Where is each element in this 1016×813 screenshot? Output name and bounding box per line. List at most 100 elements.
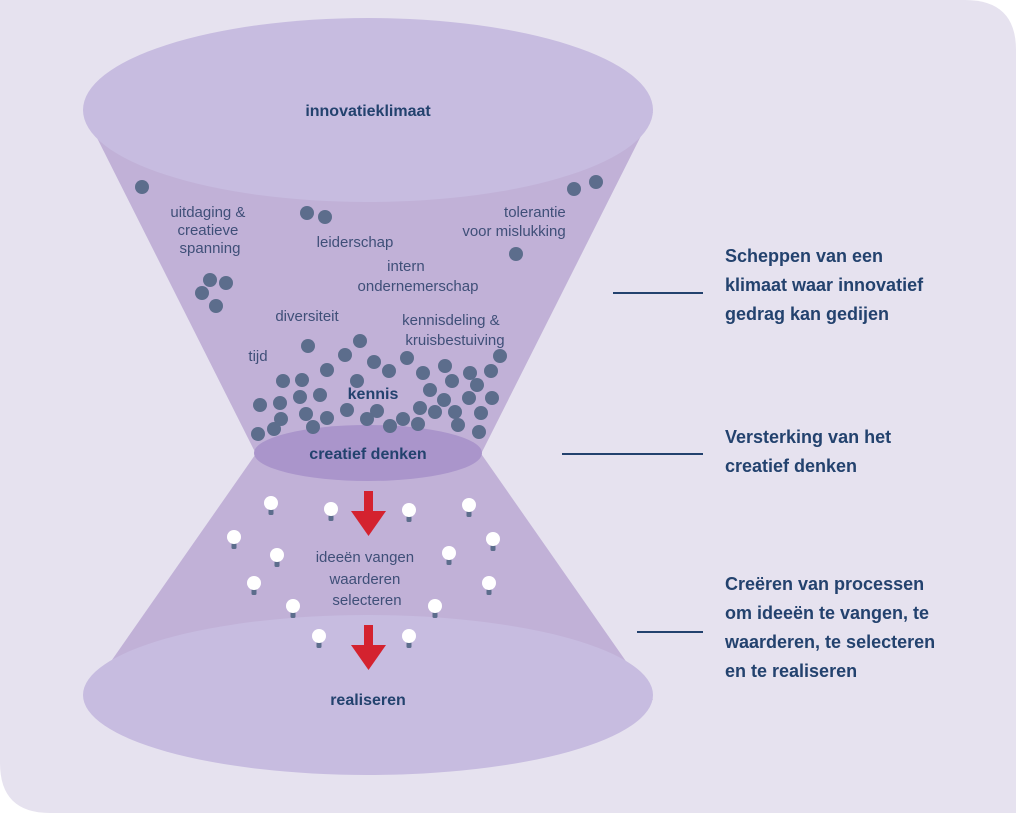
knowledge-dot-icon [350, 374, 364, 388]
light-bulb-icon [402, 503, 416, 522]
waist-ellipse [254, 425, 482, 481]
knowledge-dot-icon [445, 374, 459, 388]
down-arrow-icon [351, 491, 386, 536]
knowledge-dot-icon [474, 406, 488, 420]
label-tijd: tijd [248, 348, 267, 365]
knowledge-dot-icon [251, 427, 265, 441]
side-note-creative-line-1: Versterking van het [725, 427, 891, 447]
light-bulb-icon [442, 546, 456, 565]
knowledge-dot-icon [485, 391, 499, 405]
knowledge-dot-icon [451, 418, 465, 432]
knowledge-dot-icon [318, 210, 332, 224]
knowledge-dot-icon [273, 396, 287, 410]
label-intern-line-1: intern [387, 258, 425, 275]
label-intern-line-2: ondernemerschap [358, 278, 479, 295]
knowledge-dot-icon [484, 364, 498, 378]
knowledge-dot-icon [313, 388, 327, 402]
label-kennisdeling-line-1: kennisdeling & [402, 312, 500, 329]
side-note-creative-line-2: creatief denken [725, 456, 857, 476]
knowledge-dots [135, 175, 603, 441]
knowledge-dot-icon [195, 286, 209, 300]
label-uitdaging: uitdaging & creatieve spanning [170, 204, 249, 257]
knowledge-dot-icon [295, 373, 309, 387]
light-bulb-icon [227, 530, 241, 549]
base-label: realiseren [330, 692, 406, 709]
light-bulb-icon [428, 599, 442, 618]
knowledge-dot-icon [400, 351, 414, 365]
side-note-climate-line-2: klimaat waar innovatief [725, 275, 924, 295]
knowledge-dot-icon [338, 348, 352, 362]
knowledge-dot-icon [276, 374, 290, 388]
light-bulb-icon [402, 629, 416, 648]
knowledge-dot-icon [300, 206, 314, 220]
label-tolerantie: tolerantie voor mislukking [462, 204, 570, 240]
knowledge-dot-icon [267, 422, 281, 436]
process-label-3: selecteren [332, 592, 401, 609]
knowledge-dot-icon [396, 412, 410, 426]
knowledge-dot-icon [428, 405, 442, 419]
base-ellipse [83, 615, 653, 775]
knowledge-dot-icon [448, 405, 462, 419]
knowledge-dot-icon [219, 276, 233, 290]
light-bulb-icon [462, 498, 476, 517]
knowledge-dot-icon [413, 401, 427, 415]
knowledge-dot-icon [437, 393, 451, 407]
label-kennisdeling-line-2: kruisbestuiving [405, 332, 504, 349]
upper-funnel [84, 112, 653, 452]
knowledge-dot-icon [360, 412, 374, 426]
side-note-climate-line-1: Scheppen van een [725, 246, 883, 266]
top-ellipse [83, 18, 653, 202]
light-bulb-icon [270, 548, 284, 567]
knowledge-dot-icon [203, 273, 217, 287]
label-uitdaging-line-3: spanning [180, 240, 241, 257]
label-intern: intern ondernemerschap [358, 258, 479, 295]
knowledge-dot-icon [382, 364, 396, 378]
side-note-climate: Scheppen van een klimaat waar innovatief… [725, 246, 928, 324]
knowledge-dot-icon [367, 355, 381, 369]
side-note-process: Creëren van processen om ideeën te vange… [724, 574, 940, 681]
knowledge-dot-icon [589, 175, 603, 189]
light-bulb-icon [286, 599, 300, 618]
down-arrow-icon [351, 625, 386, 670]
knowledge-dot-icon [423, 383, 437, 397]
knowledge-dot-icon [135, 180, 149, 194]
knowledge-dot-icon [472, 425, 486, 439]
light-bulb-icon [312, 629, 326, 648]
side-note-process-line-4: en te realiseren [725, 661, 857, 681]
label-tolerantie-line-1: tolerantie [504, 204, 566, 221]
label-diversiteit: diversiteit [275, 308, 339, 325]
knowledge-dot-icon [411, 417, 425, 431]
knowledge-dot-icon [209, 299, 223, 313]
knowledge-dot-icon [438, 359, 452, 373]
knowledge-dot-icon [463, 366, 477, 380]
process-labels: ideeën vangen waarderen selecteren [316, 549, 419, 609]
knowledge-dot-icon [370, 404, 384, 418]
knowledge-dot-icon [383, 419, 397, 433]
label-tolerantie-line-2: voor mislukking [462, 223, 565, 240]
label-leiderschap: leiderschap [317, 234, 394, 251]
process-label-1: ideeën vangen [316, 549, 414, 566]
knowledge-dot-icon [299, 407, 313, 421]
side-note-creative: Versterking van het creatief denken [725, 427, 896, 476]
light-bulb-icon [482, 576, 496, 595]
side-note-process-line-2: om ideeën te vangen, te [725, 603, 929, 623]
light-bulb-icon [264, 496, 278, 515]
knowledge-dot-icon [320, 411, 334, 425]
knowledge-dot-icon [301, 339, 315, 353]
knowledge-dot-icon [567, 182, 581, 196]
knowledge-dot-icon [509, 247, 523, 261]
label-uitdaging-line-1: uitdaging & [170, 204, 245, 221]
light-bulb-icon [247, 576, 261, 595]
side-note-process-line-3: waarderen, te selecteren [724, 632, 935, 652]
process-label-2: waarderen [328, 571, 400, 588]
side-note-climate-line-3: gedrag kan gedijen [725, 304, 889, 324]
knowledge-dot-icon [306, 420, 320, 434]
knowledge-dot-icon [462, 391, 476, 405]
light-bulb-icon [486, 532, 500, 551]
knowledge-dot-icon [416, 366, 430, 380]
knowledge-dot-icon [493, 349, 507, 363]
label-kennisdeling: kennisdeling & kruisbestuiving [402, 312, 504, 349]
waist-label: creatief denken [309, 446, 426, 463]
